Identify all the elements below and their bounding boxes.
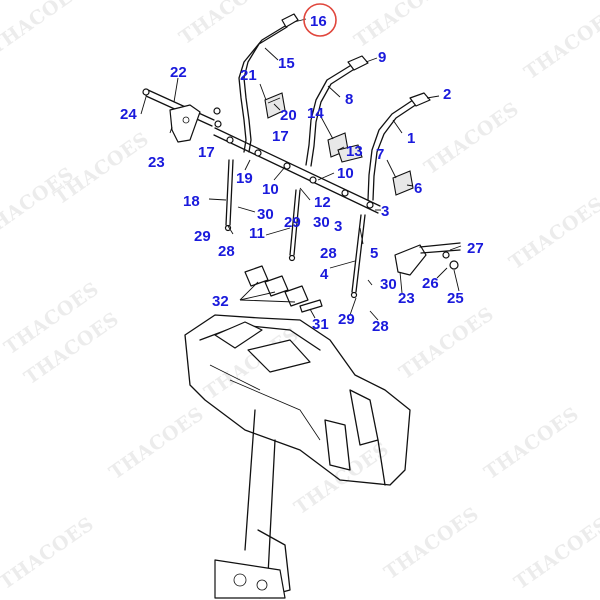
callout-25[interactable]: 25 bbox=[447, 290, 464, 307]
watermark: THACOES bbox=[380, 503, 483, 584]
watermark: THACOES bbox=[290, 438, 393, 519]
watermark: THACOES bbox=[505, 193, 600, 274]
callout-29b[interactable]: 29 bbox=[194, 228, 211, 245]
callout-21[interactable]: 21 bbox=[240, 67, 257, 84]
callout-22[interactable]: 22 bbox=[170, 64, 187, 81]
callout-13[interactable]: 13 bbox=[346, 143, 363, 160]
plates-32 bbox=[244, 265, 323, 313]
callout-20[interactable]: 20 bbox=[280, 107, 297, 124]
callout-28[interactable]: 28 bbox=[218, 243, 235, 260]
callout-7[interactable]: 7 bbox=[376, 146, 384, 163]
callout-3[interactable]: 3 bbox=[381, 203, 389, 220]
bracket-14 bbox=[327, 132, 363, 163]
callout-29[interactable]: 29 bbox=[284, 214, 301, 231]
callout-16-highlighted[interactable]: 16 bbox=[310, 13, 327, 30]
callout-15[interactable]: 15 bbox=[278, 55, 295, 72]
callout-28c[interactable]: 28 bbox=[372, 318, 389, 335]
callout-14[interactable]: 14 bbox=[307, 105, 324, 122]
watermark: THACOES bbox=[105, 403, 208, 484]
drawing-layer bbox=[140, 13, 462, 599]
rods bbox=[224, 159, 366, 299]
lever-1 bbox=[367, 92, 431, 201]
lever-16 bbox=[238, 13, 299, 153]
callout-31[interactable]: 31 bbox=[312, 316, 329, 333]
watermark: THACOES bbox=[0, 0, 88, 59]
lever-8 bbox=[305, 55, 369, 167]
cross-shaft bbox=[213, 127, 381, 214]
callout-30b[interactable]: 30 bbox=[313, 214, 330, 231]
watermark: THACOES bbox=[350, 0, 453, 52]
callout-18[interactable]: 18 bbox=[183, 193, 200, 210]
watermark: THACOES bbox=[480, 403, 583, 484]
callout-8[interactable]: 8 bbox=[345, 91, 353, 108]
console-body bbox=[184, 314, 411, 486]
callout-24[interactable]: 24 bbox=[120, 106, 137, 123]
callout-17b[interactable]: 17 bbox=[198, 144, 215, 161]
leader-lines bbox=[140, 18, 462, 321]
callout-labels: 16 9 22 15 2 21 8 24 20 14 17 13 1 23 17… bbox=[120, 3, 484, 335]
callout-4[interactable]: 4 bbox=[320, 266, 329, 283]
callout-29c[interactable]: 29 bbox=[338, 311, 355, 328]
callout-3b[interactable]: 3 bbox=[334, 218, 342, 235]
watermark: THACOES bbox=[520, 3, 600, 84]
watermark: THACOES bbox=[395, 303, 498, 384]
callout-10b[interactable]: 10 bbox=[337, 165, 354, 182]
callout-30[interactable]: 30 bbox=[257, 206, 274, 223]
callout-12[interactable]: 12 bbox=[314, 194, 331, 211]
bracket-7 bbox=[392, 170, 414, 196]
shaft-22 bbox=[142, 88, 222, 143]
callout-27[interactable]: 27 bbox=[467, 240, 484, 257]
callout-26[interactable]: 26 bbox=[422, 275, 439, 292]
watermark: THACOES bbox=[0, 513, 98, 594]
callout-1[interactable]: 1 bbox=[407, 130, 415, 147]
callout-30c[interactable]: 30 bbox=[380, 276, 397, 293]
watermark: THACOES bbox=[420, 98, 523, 179]
callout-11[interactable]: 11 bbox=[249, 225, 265, 242]
callout-9[interactable]: 9 bbox=[378, 49, 386, 66]
callout-23b[interactable]: 23 bbox=[398, 290, 415, 307]
bracket-23-right bbox=[394, 242, 461, 276]
callout-5[interactable]: 5 bbox=[370, 245, 378, 262]
callout-28b[interactable]: 28 bbox=[320, 245, 337, 262]
callout-19[interactable]: 19 bbox=[236, 170, 253, 187]
watermark: THACOES bbox=[510, 513, 600, 594]
highlight-circle bbox=[303, 3, 337, 37]
callout-10[interactable]: 10 bbox=[262, 181, 279, 198]
callout-23[interactable]: 23 bbox=[148, 154, 165, 171]
callout-6[interactable]: 6 bbox=[414, 180, 422, 197]
callout-17[interactable]: 17 bbox=[272, 128, 289, 145]
callout-32[interactable]: 32 bbox=[212, 293, 229, 310]
lower-stalk bbox=[214, 409, 291, 599]
callout-2[interactable]: 2 bbox=[443, 86, 451, 103]
